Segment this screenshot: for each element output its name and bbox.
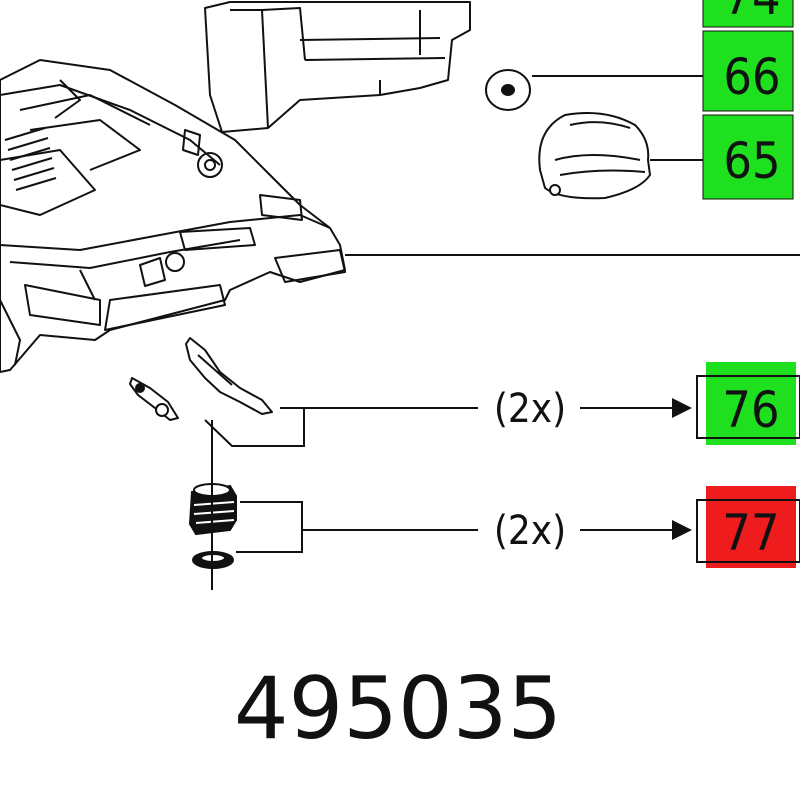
- callout-77-label: 77: [722, 504, 779, 562]
- callout-76: 76: [696, 362, 800, 445]
- callout-76-label: 76: [722, 381, 779, 439]
- upper-housing-drawing: [204, 1, 471, 133]
- callout-66-label: 66: [723, 48, 780, 106]
- quantity-label-77: (2x): [494, 508, 566, 554]
- callout-74-label: 74: [723, 0, 780, 26]
- callout-65: 65: [702, 114, 794, 200]
- washer-part-66: [485, 69, 531, 111]
- callout-65-label: 65: [723, 132, 780, 190]
- knob-part-65: [538, 112, 651, 200]
- callout-77: 77: [696, 486, 800, 568]
- part-number: 495035: [234, 659, 562, 759]
- callout-74: 74: [702, 0, 794, 28]
- quantity-label-76: (2x): [494, 386, 566, 432]
- leader-lines: [204, 75, 800, 553]
- spring-clip-part-76: [129, 337, 273, 421]
- base-housing-drawing: [0, 59, 346, 373]
- callout-66: 66: [702, 30, 794, 112]
